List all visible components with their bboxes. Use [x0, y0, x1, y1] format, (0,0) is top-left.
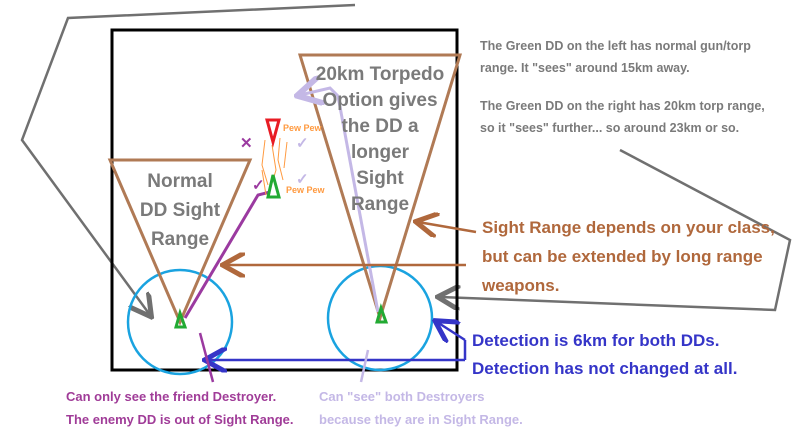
- right-sight-cone: [297, 53, 463, 324]
- left-detection-circle: [126, 268, 234, 376]
- right-dd-caption: Can "see" both Destroyers: [319, 389, 485, 404]
- left-dd-caption: The enemy DD is out of Sight Range.: [66, 412, 294, 427]
- left-dd-note: The Green DD on the left has normal gun/…: [480, 39, 751, 53]
- sight-range-note: but can be extended by long range: [482, 247, 763, 266]
- check-mark-icon: ✓: [296, 171, 309, 188]
- enemy-pew-label: Pew Pew: [283, 123, 323, 133]
- detection-note: Detection has not changed at all.: [472, 359, 737, 378]
- left-cone-label: Range: [151, 229, 209, 250]
- gunfire-scribbles: [261, 137, 288, 196]
- right-sight-line-arrow: [300, 88, 340, 96]
- right-dd-note: The Green DD on the right has 20km torp …: [480, 99, 765, 113]
- map-area: [110, 28, 459, 372]
- cross-mark-icon: ✕: [240, 135, 253, 152]
- right-cone-label: 20km Torpedo: [316, 64, 444, 85]
- left-cone-label: DD Sight: [140, 200, 221, 221]
- left-cone-label: Normal: [147, 171, 212, 192]
- left-sight-cone: [107, 158, 253, 326]
- detection-note: Detection is 6km for both DDs.: [472, 331, 719, 350]
- right-dd-note: so it "sees" further... so around 23km o…: [480, 121, 739, 135]
- right-sight-line: [336, 95, 380, 313]
- left-friendly-destroyer: [174, 308, 188, 329]
- sight-note-arrow: [418, 222, 477, 232]
- right-note-pointer: [440, 148, 792, 312]
- sight-range-note: weapons.: [481, 276, 559, 295]
- left-dd-caption: Can only see the friend Destroyer.: [66, 389, 276, 404]
- right-cone-label: the DD a: [341, 116, 419, 137]
- left-note-pointer: [20, 3, 356, 315]
- right-friendly-destroyer: [375, 303, 389, 324]
- left-caption-pointer: [198, 332, 215, 383]
- left-dd-note: range. It "sees" around 15km away.: [480, 61, 690, 75]
- right-cone-label: Sight: [356, 168, 404, 189]
- middle-friendly-destroyer: [266, 174, 281, 199]
- detection-note-arrow: [437, 322, 466, 340]
- sight-range-note: Sight Range depends on your class,: [482, 218, 775, 237]
- right-cone-label: longer: [351, 142, 410, 163]
- friend-pew-label: Pew Pew: [286, 185, 326, 195]
- check-mark-icon: ✓: [296, 135, 309, 152]
- right-dd-caption: because they are in Sight Range.: [319, 412, 523, 427]
- check-mark-icon: ✓: [252, 177, 265, 194]
- right-caption-pointer: [359, 349, 370, 383]
- right-cone-label: Range: [351, 194, 409, 215]
- enemy-destroyer: [265, 118, 281, 148]
- right-cone-label: Option gives: [322, 90, 437, 111]
